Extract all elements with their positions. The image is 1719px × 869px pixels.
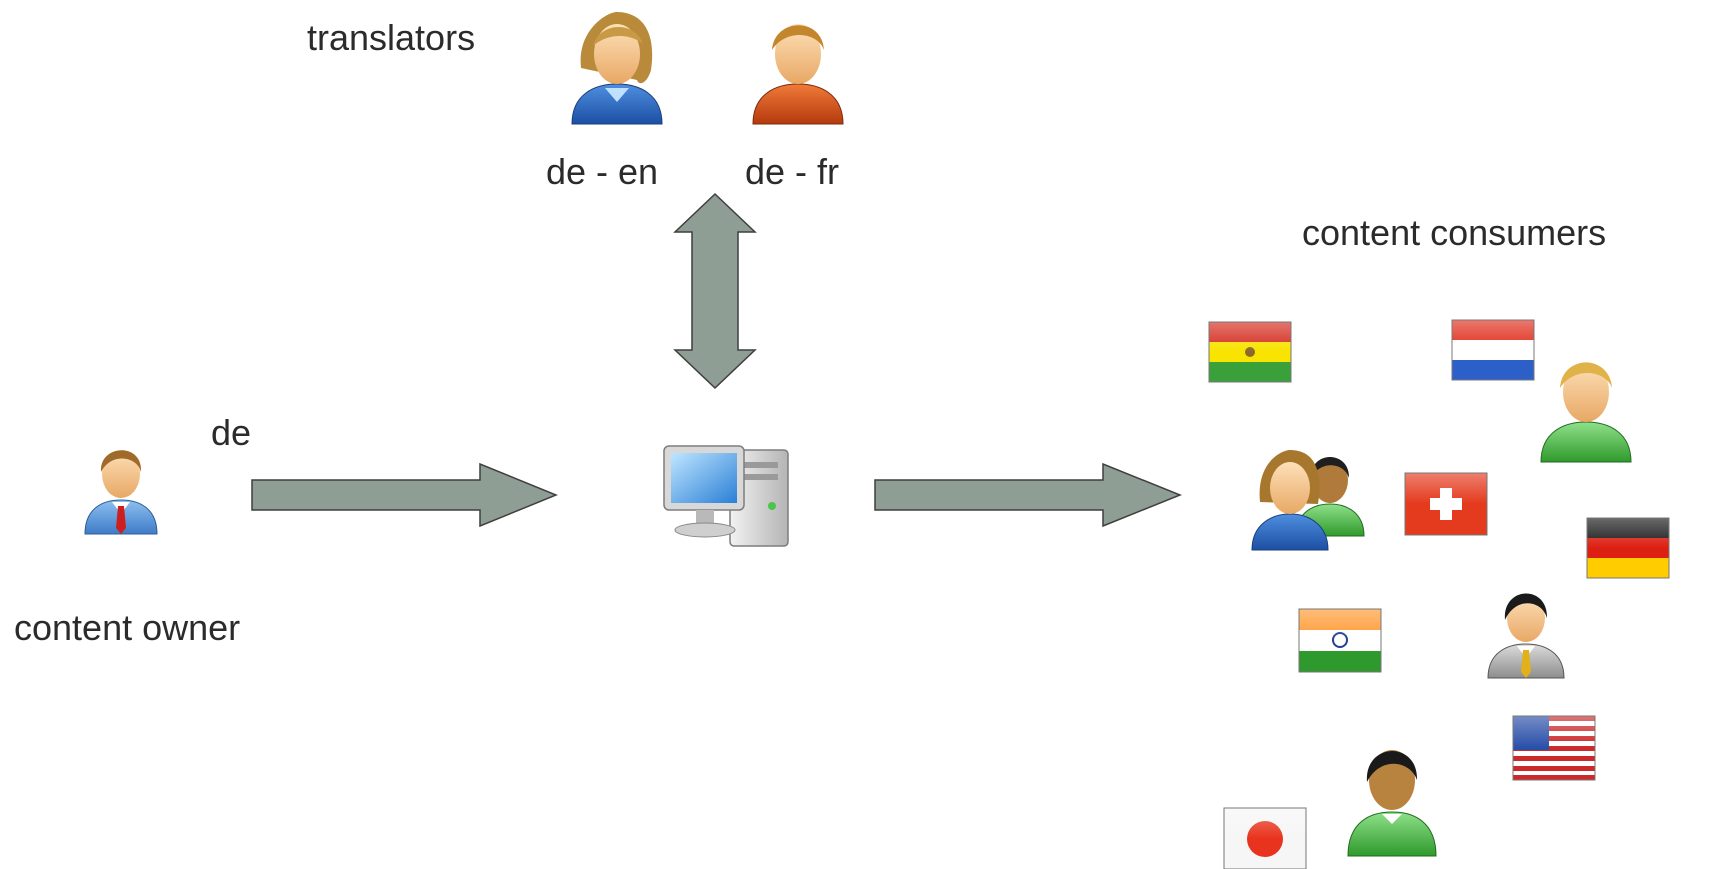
translator-pair-fr-label: de - fr — [745, 151, 840, 192]
arrow-server-translators — [673, 192, 757, 390]
person-green-dark-icon — [1347, 750, 1437, 857]
flag-germany-icon — [1586, 517, 1670, 579]
translator-pair-en-label: de - en — [546, 151, 659, 192]
content-owner-label: content owner — [14, 607, 241, 648]
flag-india-icon — [1298, 608, 1382, 673]
content-consumers-label: content consumers — [1302, 212, 1607, 253]
group-people-icon — [1251, 450, 1365, 551]
businessman-gray-icon — [1487, 593, 1565, 679]
flag-switzerland-icon — [1404, 472, 1488, 536]
arrow-owner-to-server — [251, 462, 558, 528]
translators-label: translators — [307, 17, 476, 58]
flag-netherlands-icon — [1451, 319, 1535, 381]
flag-bolivia-icon — [1208, 321, 1292, 383]
source-language-label: de — [211, 412, 252, 453]
server-computer-icon — [663, 445, 789, 547]
person-green-blond-icon — [1540, 362, 1632, 463]
flag-japan-icon — [1223, 807, 1307, 869]
arrow-server-to-consumers — [874, 462, 1183, 528]
translator-fr-icon — [752, 24, 844, 125]
translator-en-icon — [571, 12, 663, 125]
content-owner-icon — [84, 450, 158, 535]
flag-usa-icon — [1512, 715, 1596, 781]
